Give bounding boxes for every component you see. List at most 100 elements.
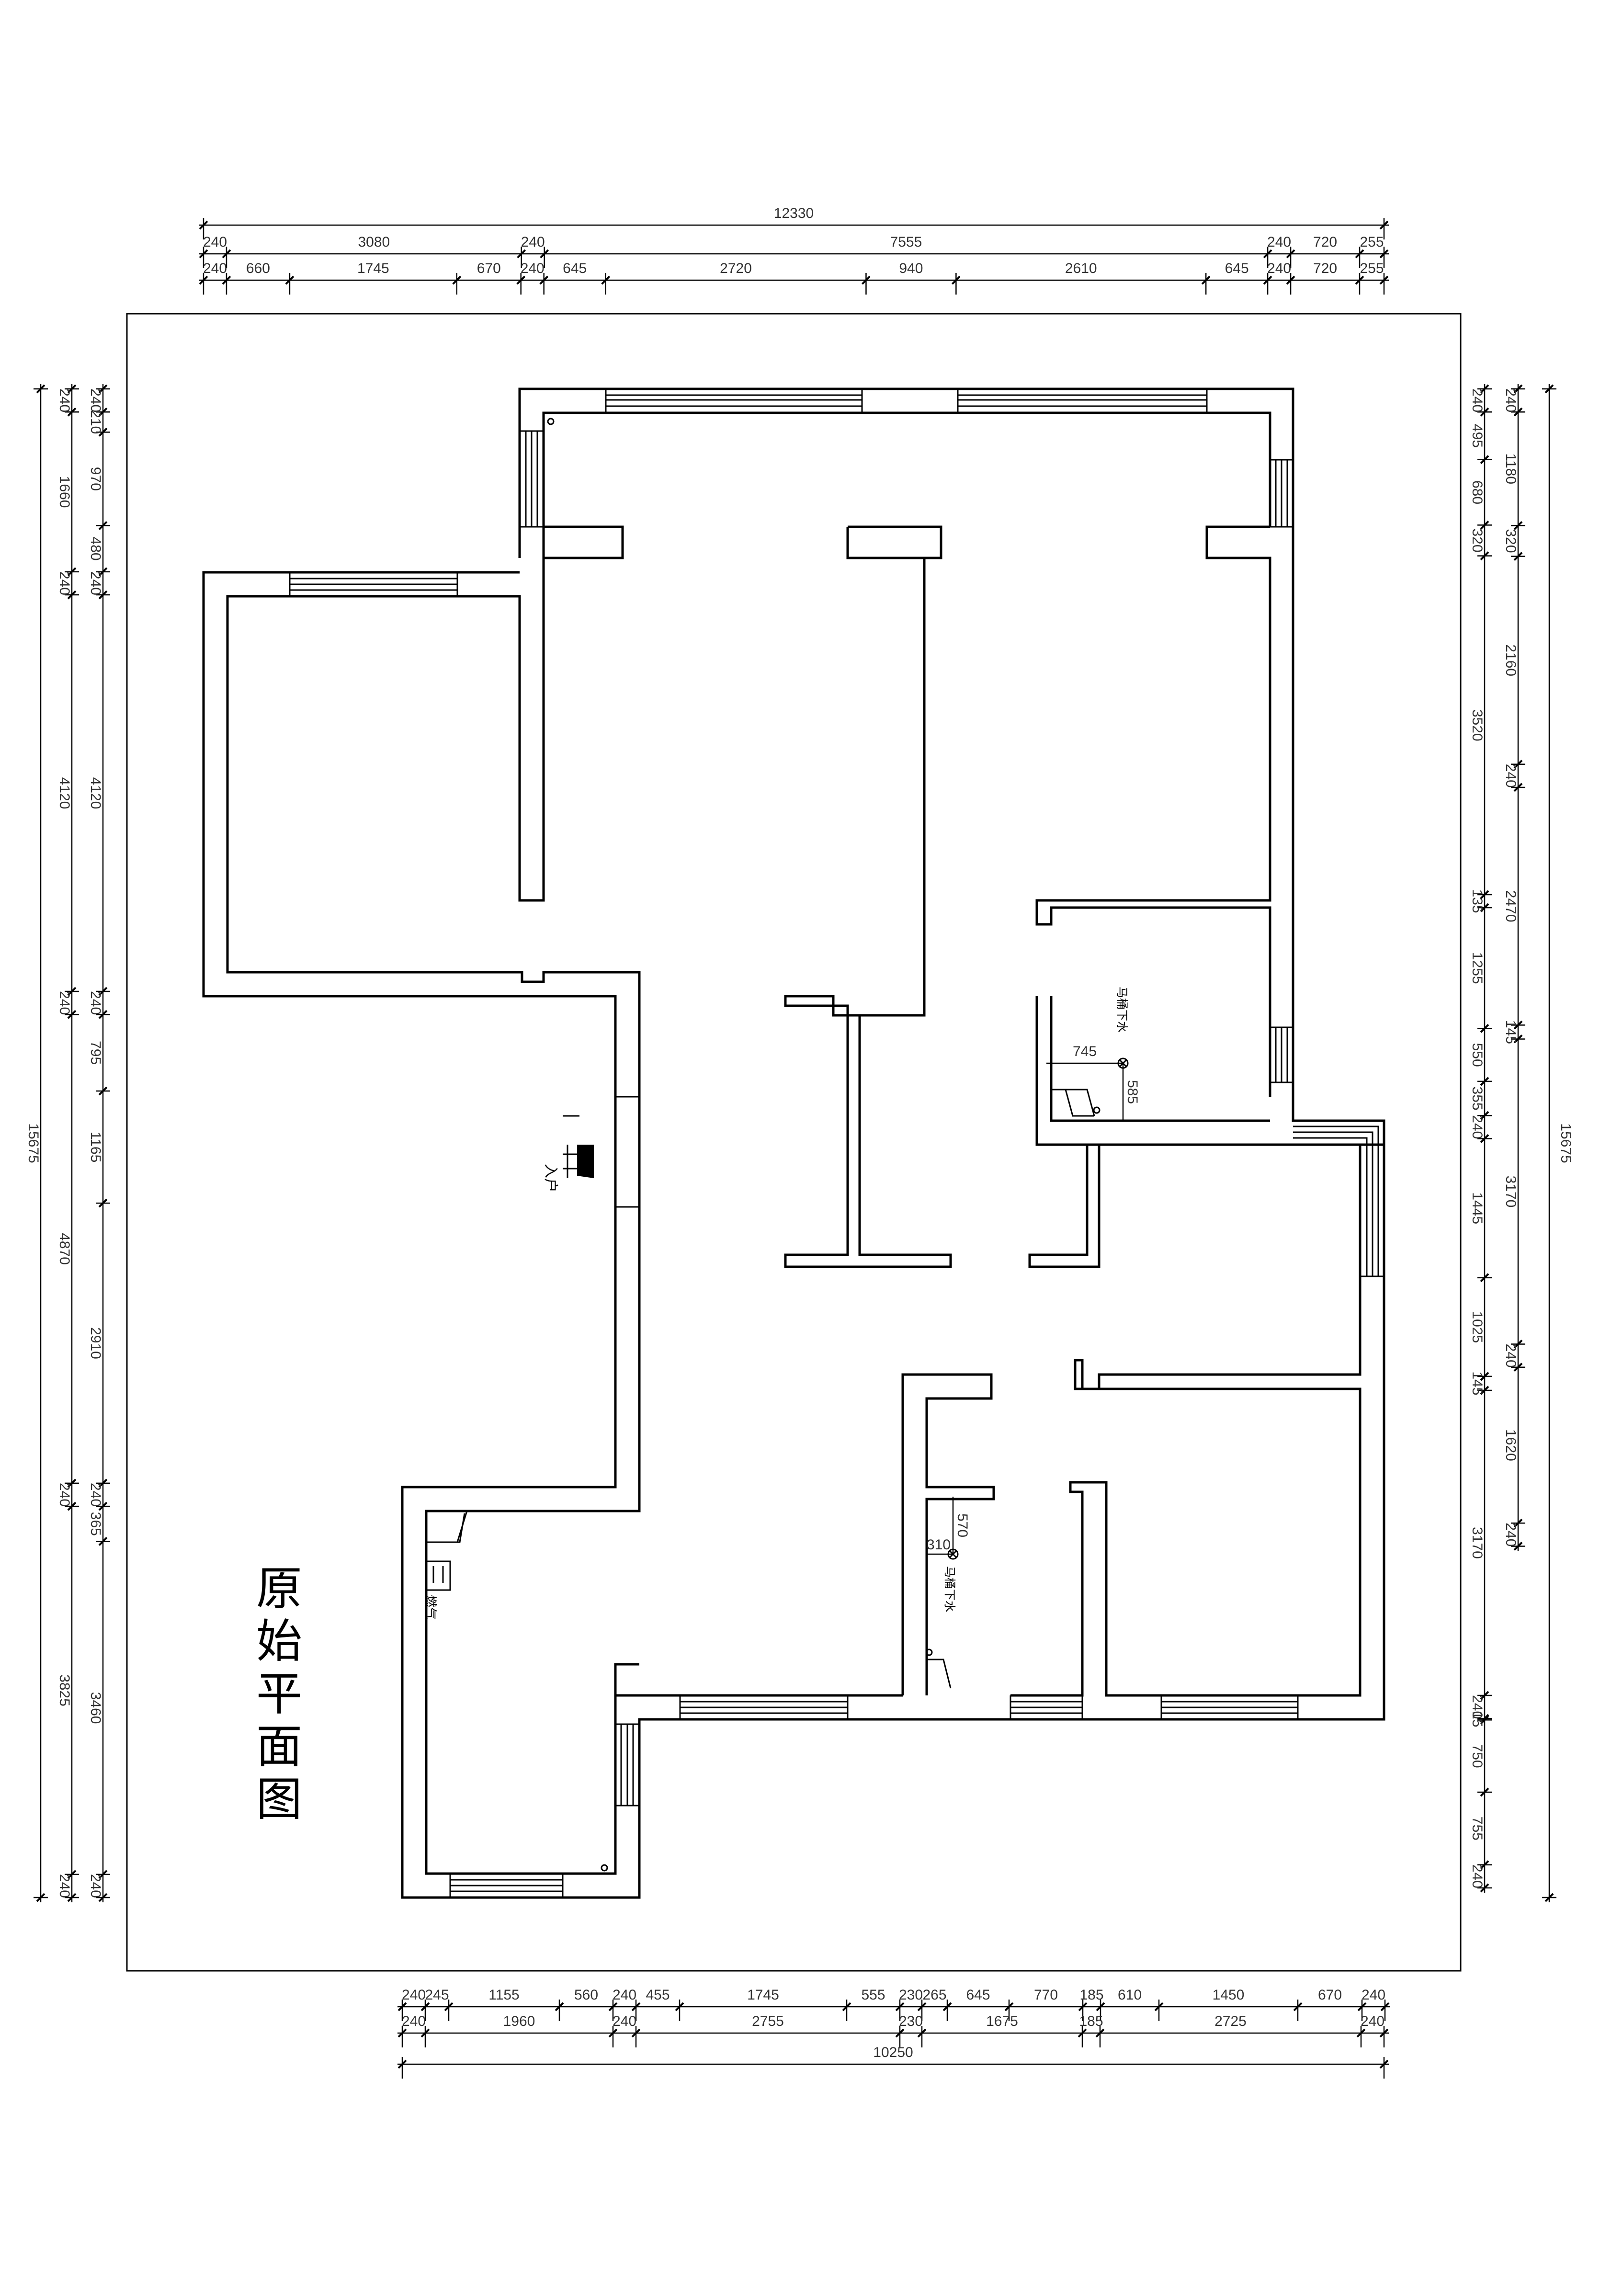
title-char-5: 图 [256,1773,302,1826]
bottom-row1-label: 645 [966,1987,990,2003]
right-row1-label: 750 [1469,1744,1485,1768]
right-row1-label: 755 [1469,1817,1485,1841]
left-row2-label: 4120 [88,777,103,809]
bottom-row1-label: 770 [1034,1987,1058,2003]
fixtures [425,418,1129,1872]
dim-310: 310 [927,1537,951,1553]
bottom-row1-label: 670 [1318,1987,1342,2003]
top-row2-label: 240 [1267,261,1291,276]
toilet-drain-label-2: 马桶下水 [943,1566,956,1612]
left-row1-label: 240 [57,991,72,1015]
right-row1-label: 135 [1469,889,1485,913]
walls [202,387,1385,1899]
bottom-total-label: 10250 [873,2045,913,2060]
left-row1-label: 4870 [57,1233,72,1265]
top-row1-label: 240 [203,234,227,250]
right-row2-label: 1620 [1503,1429,1519,1461]
left-row2-label: 795 [88,1041,103,1065]
bottom-row1-label: 185 [1079,1987,1103,2003]
right-row1-label: 240 [1469,1864,1485,1888]
title-char-4: 面 [256,1720,302,1773]
right-row1-label: 145 [1469,1371,1485,1395]
bottom-row1-label: 1450 [1213,1987,1245,2003]
top-row2-label: 240 [521,261,545,276]
bottom-row1-label: 555 [861,1987,885,2003]
dim-585: 585 [1124,1080,1140,1104]
top-total-label: 12330 [774,205,814,221]
bottom-row1-label: 240 [1362,1987,1385,2003]
top-row1-label: 7555 [890,234,922,250]
top-row1-label: 3080 [358,234,390,250]
top-row2-label: 240 [203,261,227,276]
title-char-2: 始 [256,1614,302,1668]
right-row2-label: 2470 [1503,890,1519,922]
toilet-drain-icon [1051,1057,1129,1117]
top-row2-label: 660 [246,261,270,276]
toilet-drain-label-1: 马桶下水 [1115,987,1129,1033]
bottom-row2-label: 1960 [503,2013,535,2029]
bottom-row2-label: 2755 [752,2013,784,2029]
right-row2-label: 240 [1503,1523,1519,1546]
top-row1-label: 240 [1267,234,1291,250]
gas-label: 燃气 [423,1595,437,1620]
left-row1-label: 240 [57,571,72,595]
drain-icon [601,1864,608,1872]
bottom-row1-label: 610 [1118,1987,1142,2003]
right-row2-label: 240 [1503,388,1519,412]
top-row2-label: 720 [1313,261,1337,276]
right-row1-label: 3170 [1469,1527,1485,1559]
sheet-frame [126,313,1462,1972]
bottom-row1-label: 455 [646,1987,670,2003]
title-char-3: 平 [256,1667,302,1721]
bottom-row2-label: 240 [1361,2013,1384,2029]
left-row2-label: 3460 [88,1692,103,1724]
right-row2-label: 1180 [1503,454,1519,485]
entry-door-icon [563,1115,594,1178]
drawing-title: 原 始 平 面 图 [256,1562,302,1826]
left-row2-label: 210 [88,410,103,434]
right-row2-label: 240 [1503,1344,1519,1368]
bottom-row1-label: 240 [402,1987,426,2003]
left-row2-label: 2910 [88,1327,103,1359]
right-row1-label: 320 [1469,528,1485,552]
left-row2-label: 365 [88,1512,103,1536]
bottom-row1-label: 230 [899,1987,923,2003]
dim-570: 570 [954,1513,970,1537]
left-row2-label: 240 [88,1483,103,1507]
left-row2-label: 1165 [88,1132,103,1163]
bottom-row2-label: 230 [899,2013,923,2029]
top-row2-label: 1745 [357,261,389,276]
bath-dimensions: 745 585 570 310 [927,1044,1140,1555]
top-row1-label: 240 [521,234,545,250]
right-row2-label: 320 [1503,529,1519,553]
left-row2-label: 240 [88,1874,103,1898]
left-row1-label: 1660 [57,476,72,508]
bottom-row2-label: 185 [1079,2013,1103,2029]
gas-stove-icon [425,1511,468,1591]
right-row1-label: 495 [1469,424,1485,448]
dim-745: 745 [1073,1044,1097,1059]
right-row1-label: 1445 [1469,1192,1485,1224]
left-row2-label: 240 [88,991,103,1015]
left-row1-label: 240 [57,1874,72,1898]
bottom-row1-label: 1155 [488,1987,520,2003]
top-row2-label: 645 [563,261,587,276]
top-row1-label: 720 [1313,234,1337,250]
left-row2-label: 480 [88,537,103,561]
windows [289,389,1384,1898]
drain-icon [547,418,555,425]
top-row1-label: 255 [1360,234,1384,250]
bottom-row1-label: 560 [574,1987,598,2003]
right-row1-label: 1255 [1469,952,1485,984]
left-row2-label: 240 [88,571,103,595]
bottom-row2-label: 240 [613,2013,636,2029]
top-row2-label: 2720 [720,261,752,276]
right-row1-label: 240 [1469,1695,1485,1719]
top-row2-label: 2610 [1065,261,1097,276]
bottom-row1-label: 265 [922,1987,946,2003]
right-row2-label: 145 [1503,1020,1519,1044]
left-row2-label: 240 [88,388,103,412]
right-row1-label: 15 [1469,1711,1485,1727]
top-row2-label: 255 [1360,261,1384,276]
top-row2-label: 645 [1225,261,1249,276]
